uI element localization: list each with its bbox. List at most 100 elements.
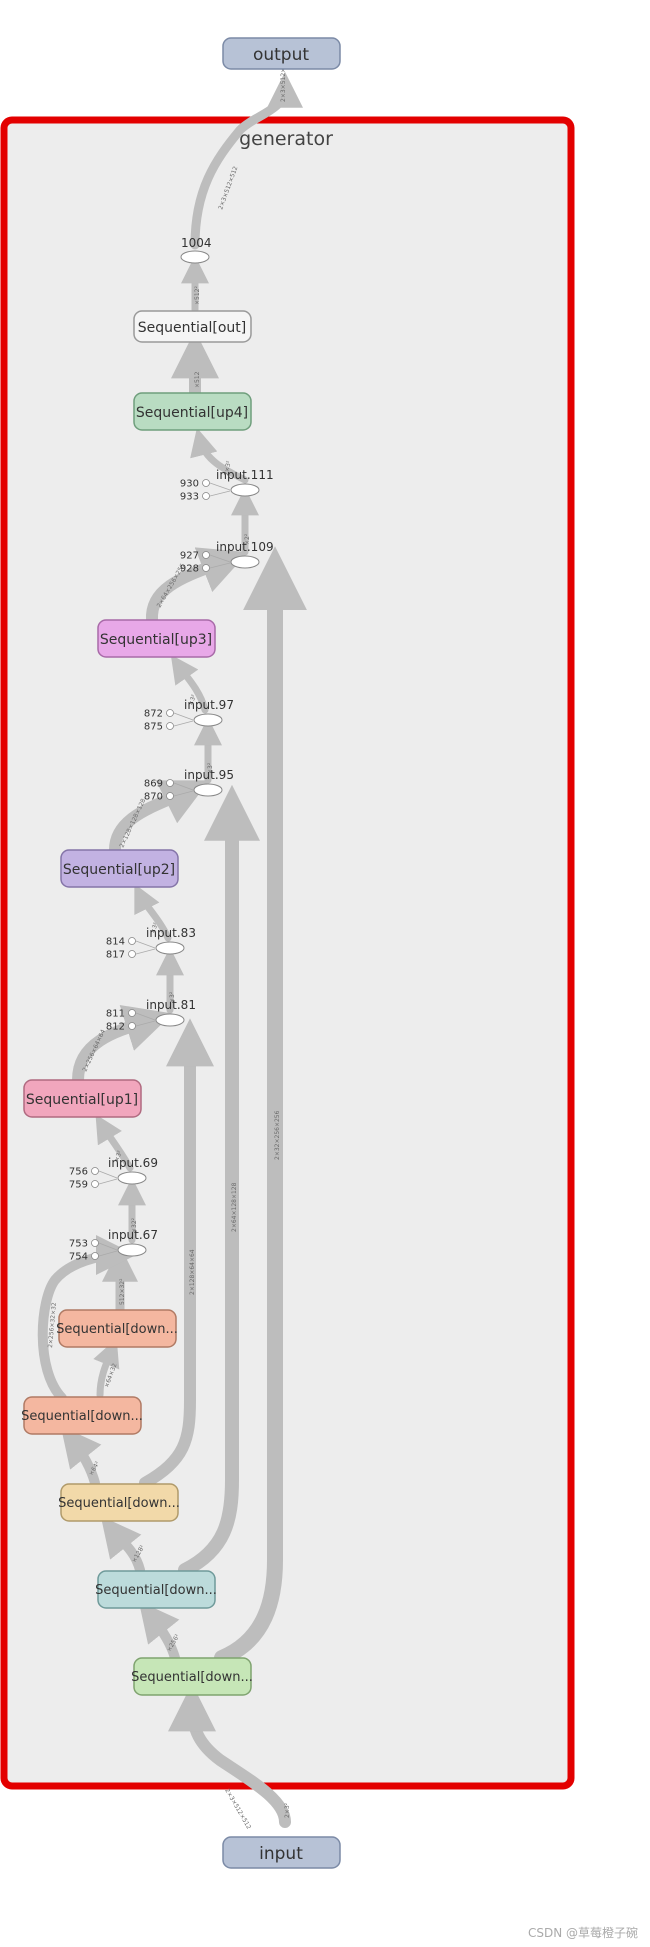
op-node-input-81[interactable]: input.81 — [146, 998, 196, 1027]
op-node-input-97[interactable]: input.97 — [184, 698, 234, 727]
constant-label: 814 — [106, 937, 125, 948]
edge-input-to-down1 — [168, 1683, 291, 1828]
constant-node-869[interactable] — [166, 779, 174, 787]
edge-down1-skip-to-109 — [214, 546, 307, 1666]
edge-down4-to-down5 — [93, 1338, 120, 1399]
constant-label: 927 — [180, 551, 199, 562]
node-sequential-down3[interactable]: Sequential[down... — [58, 1483, 180, 1522]
edge-label: ×32² — [131, 1217, 138, 1233]
constant-node-814[interactable] — [128, 937, 136, 945]
node-label: Sequential[down... — [56, 1322, 178, 1337]
node-sequential-up3[interactable]: Sequential[up3] — [97, 619, 216, 658]
constant-node-756[interactable] — [91, 1167, 99, 1175]
constant-edge — [98, 1242, 118, 1251]
constant-node-875[interactable] — [166, 722, 174, 730]
input-node-label: input — [259, 1844, 303, 1864]
edge-down2-to-down3 — [100, 1515, 145, 1575]
constant-node-927[interactable] — [202, 551, 210, 559]
edge-down1-to-down2 — [138, 1600, 180, 1663]
edge-label: ×3² — [207, 762, 214, 774]
constant-node-754[interactable] — [91, 1252, 99, 1260]
node-label: Sequential[down... — [95, 1583, 217, 1598]
constant-node-759[interactable] — [91, 1180, 99, 1188]
node-sequential-up1[interactable]: Sequential[up1] — [23, 1079, 142, 1118]
op-label: 1004 — [181, 236, 212, 250]
op-label: input.69 — [108, 1156, 158, 1170]
edge-down3-to-down4 — [60, 1425, 102, 1488]
edge-69-to-up1 — [95, 1114, 134, 1172]
op-label: input.67 — [108, 1228, 158, 1242]
constant-label: 759 — [69, 1180, 88, 1191]
constant-label: 875 — [144, 722, 163, 733]
node-label: Sequential[up1] — [26, 1092, 138, 1108]
constant-label: 753 — [69, 1239, 88, 1250]
input-node[interactable]: input — [222, 1836, 341, 1869]
node-label: Sequential[down... — [21, 1409, 143, 1424]
constant-edge — [209, 490, 231, 497]
constant-label: 811 — [106, 1009, 125, 1020]
constant-node-811[interactable] — [128, 1009, 136, 1017]
constant-edge — [209, 562, 231, 569]
edge-label: ×3² — [187, 693, 198, 707]
op-node-input-109[interactable]: input.109 — [216, 540, 274, 569]
op-label: input.83 — [146, 926, 196, 940]
op-node-input-69[interactable]: input.69 — [108, 1156, 158, 1185]
edge-label: ×3² — [149, 921, 160, 935]
constant-edge — [173, 720, 194, 727]
op-node-1004[interactable]: 1004 — [180, 236, 212, 264]
constant-node-812[interactable] — [128, 1022, 136, 1030]
node-sequential-out[interactable]: Sequential[out] — [133, 310, 252, 343]
constant-node-930[interactable] — [202, 479, 210, 487]
constant-label: 872 — [144, 709, 163, 720]
op-node-input-95[interactable]: input.95 — [184, 768, 234, 797]
constant-label: 870 — [144, 792, 163, 803]
output-node[interactable]: output — [222, 37, 341, 70]
constant-edge — [173, 782, 194, 791]
constant-edge — [135, 940, 156, 949]
constant-label: 933 — [180, 492, 199, 503]
edge-label: ×3² — [113, 1149, 124, 1163]
constant-node-817[interactable] — [128, 950, 136, 958]
generator-group-box[interactable] — [0, 116, 575, 1790]
edge-label: 512×32² — [119, 1278, 126, 1305]
edge-label: 2×3² — [223, 460, 233, 477]
edge-label: 2×3×512×512 — [280, 56, 287, 102]
op-label: input.109 — [216, 540, 274, 554]
op-label: input.97 — [184, 698, 234, 712]
node-sequential-down2[interactable]: Sequential[down... — [95, 1570, 217, 1609]
constant-node-872[interactable] — [166, 709, 174, 717]
constant-edge — [209, 554, 231, 563]
op-label: input.111 — [216, 468, 274, 482]
constant-edge — [98, 1178, 118, 1185]
edge-label: 2×3×512×512 — [223, 1788, 252, 1831]
node-sequential-up4[interactable]: Sequential[up4] — [133, 392, 252, 431]
constant-edge — [98, 1250, 118, 1257]
node-label: Sequential[down... — [58, 1496, 180, 1511]
node-sequential-down5[interactable]: Sequential[down... — [56, 1309, 178, 1348]
edge-label: 2×32×256×256 — [274, 1110, 281, 1160]
op-node-input-111[interactable]: input.111 — [216, 468, 274, 497]
node-sequential-up2[interactable]: Sequential[up2] — [60, 849, 179, 888]
op-node-input-83[interactable]: input.83 — [146, 926, 196, 955]
edge-label: ×512² — [194, 286, 201, 305]
op-label: input.81 — [146, 998, 196, 1012]
constant-node-870[interactable] — [166, 792, 174, 800]
op-label: input.95 — [184, 768, 234, 782]
edge-label: 2×64×128×128 — [231, 1182, 238, 1232]
edge-up3-to-109 — [146, 547, 249, 626]
constant-label: 869 — [144, 779, 163, 790]
node-sequential-down4[interactable]: Sequential[down... — [21, 1396, 143, 1435]
op-node-input-67[interactable]: input.67 — [108, 1228, 158, 1257]
constant-node-933[interactable] — [202, 492, 210, 500]
node-sequential-down1[interactable]: Sequential[down... — [131, 1657, 253, 1696]
constant-edge — [135, 1012, 156, 1021]
edge-1004-to-output — [190, 71, 303, 250]
constant-label: 754 — [69, 1252, 88, 1263]
constant-edge — [135, 948, 156, 955]
output-node-label: output — [253, 45, 309, 65]
constant-node-753[interactable] — [91, 1239, 99, 1247]
constant-node-928[interactable] — [202, 564, 210, 572]
edge-label: ×512 — [194, 371, 201, 388]
node-label: Sequential[down... — [131, 1670, 253, 1685]
